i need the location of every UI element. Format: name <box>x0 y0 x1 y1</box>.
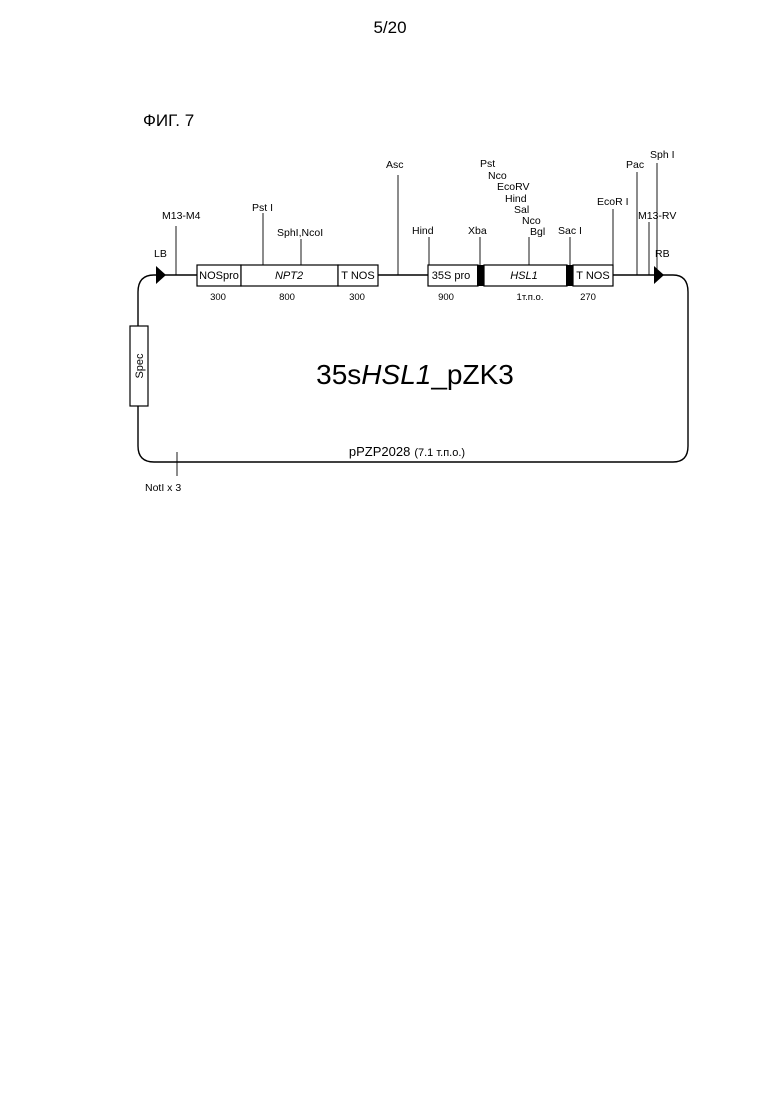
backbone-label: pPZP2028 (7.1 т.п.о.) <box>349 444 465 459</box>
mcs-site-bgl: Bgl <box>530 226 545 238</box>
p35s-size: 900 <box>438 292 454 303</box>
m13-rv-label: M13-RV <box>638 210 676 222</box>
tnos1-label: T NOS <box>341 270 374 282</box>
sac1-label: Sac I <box>558 225 582 237</box>
hsl1-size: 1т.п.о. <box>517 292 544 303</box>
noti-label: NotI x 3 <box>145 482 181 494</box>
plasmid-name-prefix: 35s <box>316 359 361 390</box>
tnos1-size: 300 <box>349 292 365 303</box>
xba-label: Xba <box>468 225 487 237</box>
nospro-label: NOSpro <box>199 270 239 282</box>
npt2-size: 800 <box>279 292 295 303</box>
sphncoi-label: SphI,NcoI <box>277 227 323 239</box>
tnos2-label: T NOS <box>576 270 609 282</box>
spec-marker-label: Spec <box>134 353 146 379</box>
tnos2-size: 270 <box>580 292 596 303</box>
hsl1-label: HSL1 <box>510 270 538 282</box>
mcs-site-pst: Pst <box>480 158 495 170</box>
m13-m4-label: M13-M4 <box>162 210 201 222</box>
left-border-label: LB <box>154 248 167 260</box>
npt2-label: NPT2 <box>275 270 303 282</box>
backbone-name: pPZP2028 <box>349 444 410 459</box>
sac-junction-block <box>566 265 573 286</box>
plasmid-name: 35sHSL1_pZK3 <box>316 359 514 390</box>
ecor1-label: EcoR I <box>597 196 629 208</box>
pst1-label: Pst I <box>252 202 273 214</box>
mcs-site-ecorv: EcoRV <box>497 181 530 193</box>
right-border-marker <box>654 266 664 284</box>
nospro-size: 300 <box>210 292 226 303</box>
plasmid-name-gene: HSL1 <box>361 359 431 390</box>
hind-label: Hind <box>412 225 434 237</box>
backbone-size: (7.1 т.п.о.) <box>414 447 465 459</box>
asc-label: Asc <box>386 159 404 171</box>
plasmid-name-suffix: _pZK3 <box>430 359 514 390</box>
p35s-label: 35S pro <box>432 270 471 282</box>
sph1-label: Sph I <box>650 149 675 161</box>
xba-junction-block <box>477 265 484 286</box>
left-border-marker <box>156 266 166 284</box>
pac-label: Pac <box>626 159 644 171</box>
